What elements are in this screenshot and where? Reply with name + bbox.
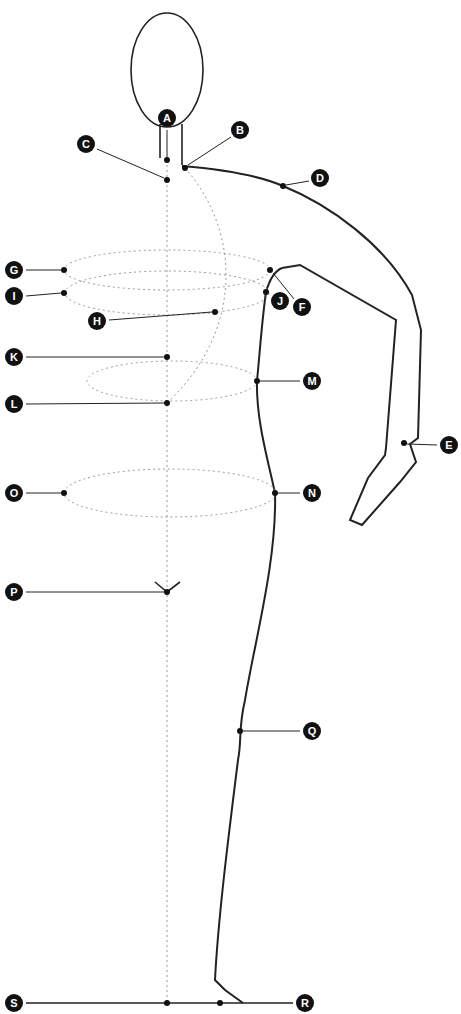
callout-letter: C <box>77 135 95 153</box>
head-outline <box>131 13 203 127</box>
callout-letter: O <box>5 484 23 502</box>
neck-line <box>181 124 183 165</box>
callout-letter: H <box>88 312 106 330</box>
center-line <box>167 165 168 1003</box>
callout-letter: I <box>5 287 23 305</box>
callout-letter: J <box>271 292 289 310</box>
bust-girth <box>64 250 270 290</box>
callout-letter: E <box>440 436 458 454</box>
callout-letter: L <box>5 395 23 413</box>
callout-letter: S <box>5 994 23 1012</box>
front-length-curve <box>167 168 226 403</box>
callout-letter: M <box>303 372 321 390</box>
callout-letter: B <box>231 121 249 139</box>
callout-letter: R <box>296 994 314 1012</box>
callout-letter: Q <box>303 722 321 740</box>
callout-letter: A <box>158 109 176 127</box>
callout-letter: N <box>303 484 321 502</box>
callout-letter: G <box>5 261 23 279</box>
measure-dots <box>61 157 407 1006</box>
body-side-outline <box>215 268 282 1003</box>
callout-letter: P <box>5 583 23 601</box>
underbust-girth <box>65 271 269 315</box>
waist-girth <box>87 361 257 401</box>
neck-line <box>159 124 161 158</box>
leader-lines <box>26 130 437 1003</box>
callout-letter: D <box>311 169 329 187</box>
measure-guides <box>64 165 276 1003</box>
figure-outline <box>131 13 421 1003</box>
hip-girth <box>64 469 276 517</box>
callout-letter: F <box>293 298 311 316</box>
arm-outline <box>182 166 421 525</box>
callout-letter: K <box>5 348 23 366</box>
